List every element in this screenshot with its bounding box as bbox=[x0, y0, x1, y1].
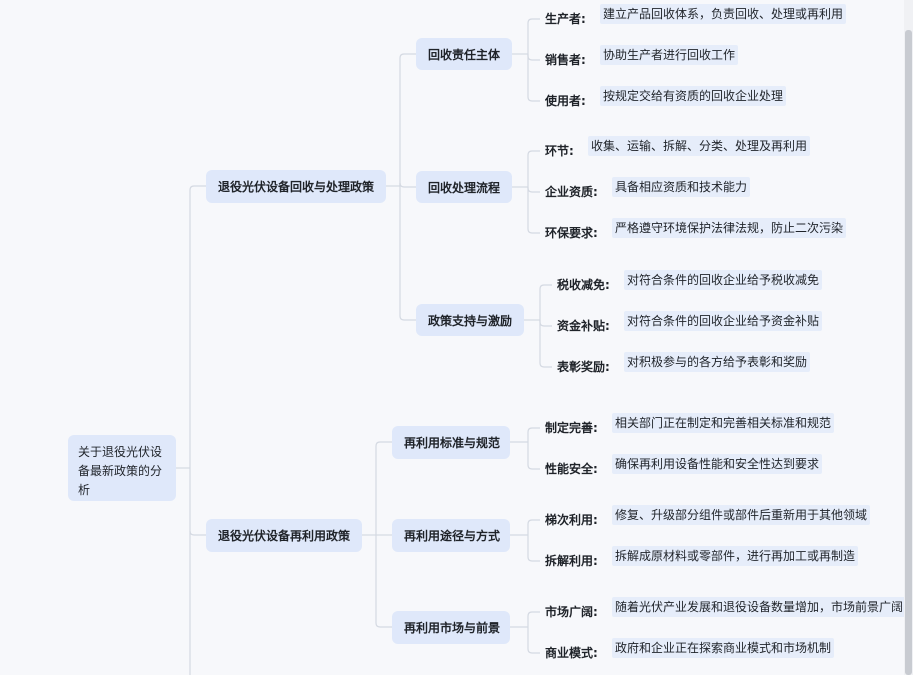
leaf-desc-cascade: 修复、升级部分组件或部件后重新用于其他领域 bbox=[612, 505, 871, 525]
leaf-label-stage: 环节: bbox=[545, 144, 574, 158]
leaf-label-business: 商业模式: bbox=[545, 646, 598, 660]
leaf-desc-producer: 建立产品回收体系，负责回收、处理或再利用 bbox=[600, 4, 847, 24]
group-node-market[interactable]: 再利用市场与前景 bbox=[392, 611, 510, 644]
leaf-label-award: 表彰奖励: bbox=[557, 360, 610, 374]
leaf-desc-award: 对积极参与的各方给予表彰和奖励 bbox=[624, 352, 811, 372]
leaf-desc-environment: 严格遵守环境保护法律法规，防止二次污染 bbox=[612, 218, 847, 238]
leaf-desc-stage: 收集、运输、拆解、分类、处理及再利用 bbox=[588, 136, 811, 156]
connector-group-responsibility-2 bbox=[527, 54, 540, 102]
connector-root-branch-1 bbox=[189, 530, 206, 536]
connector-branch-0-g1 bbox=[399, 182, 416, 188]
connector-group-incentives-1 bbox=[539, 320, 552, 327]
leaf-desc-dismantle: 拆解成原材料或零部件，进行再加工或再制造 bbox=[612, 546, 859, 566]
connector-branch-1-g0 bbox=[375, 441, 392, 535]
leaf-desc-qualification: 具备相应资质和技术能力 bbox=[612, 177, 751, 197]
connector-group-methods-1 bbox=[527, 535, 540, 562]
connector-group-incentives-0 bbox=[539, 284, 552, 320]
leaf-desc-subsidy: 对符合条件的回收企业给予资金补贴 bbox=[624, 311, 823, 331]
group-node-standards[interactable]: 再利用标准与规范 bbox=[392, 426, 510, 459]
leaf-desc-user: 按规定交给有资质的回收企业处理 bbox=[600, 86, 787, 106]
leaf-label-subsidy: 资金补贴: bbox=[557, 319, 610, 333]
leaf-desc-seller: 协助生产者进行回收工作 bbox=[600, 45, 739, 65]
leaf-label-user: 使用者: bbox=[545, 94, 586, 108]
leaf-desc-business: 政府和企业正在探索商业模式和市场机制 bbox=[612, 638, 835, 658]
leaf-label-safety: 性能安全: bbox=[545, 462, 598, 476]
group-node-incentives[interactable]: 政策支持与激励 bbox=[416, 304, 524, 336]
connector-group-incentives-2 bbox=[539, 320, 552, 368]
group-node-methods[interactable]: 再利用途径与方式 bbox=[392, 519, 510, 552]
leaf-desc-safety: 确保再利用设备性能和安全性达到要求 bbox=[612, 454, 823, 474]
connector-group-methods-0 bbox=[527, 519, 540, 535]
branch-node-reuse[interactable]: 退役光伏设备再利用政策 bbox=[206, 519, 362, 552]
connector-group-process-0 bbox=[527, 150, 540, 187]
connector-group-responsibility-1 bbox=[527, 54, 540, 61]
connector-branch-1-g2 bbox=[375, 535, 392, 628]
connector-group-process-2 bbox=[527, 187, 540, 234]
leaf-desc-tax: 对符合条件的回收企业给予税收减免 bbox=[624, 270, 823, 290]
branch-node-recycling[interactable]: 退役光伏设备回收与处理政策 bbox=[206, 170, 386, 203]
connector-branch-0-g2 bbox=[399, 186, 416, 321]
connector-group-responsibility-0 bbox=[527, 18, 540, 54]
leaf-label-tax: 税收减免: bbox=[557, 278, 610, 292]
leaf-label-market: 市场广阔: bbox=[545, 605, 598, 619]
vertical-scrollbar[interactable] bbox=[904, 0, 913, 675]
leaf-desc-formulate: 相关部门正在制定和完善相关标准和规范 bbox=[612, 413, 835, 433]
connector-group-market-1 bbox=[527, 627, 540, 654]
connector-group-standards-0 bbox=[527, 427, 540, 442]
group-node-responsibility[interactable]: 回收责任主体 bbox=[416, 38, 512, 70]
leaf-label-dismantle: 拆解利用: bbox=[545, 554, 598, 568]
leaf-label-cascade: 梯次利用: bbox=[545, 513, 598, 527]
connector-group-standards-1 bbox=[527, 442, 540, 470]
connector-group-process-1 bbox=[527, 187, 540, 193]
group-node-process[interactable]: 回收处理流程 bbox=[416, 171, 512, 203]
leaf-label-environment: 环保要求: bbox=[545, 226, 598, 240]
root-node[interactable]: 关于退役光伏设备最新政策的分析 bbox=[68, 435, 176, 501]
connector-root-branch-0 bbox=[189, 185, 206, 675]
leaf-label-qualification: 企业资质: bbox=[545, 185, 598, 199]
leaf-label-producer: 生产者: bbox=[545, 12, 586, 26]
leaf-desc-market: 随着光伏产业发展和退役设备数量增加，市场前景广阔 bbox=[612, 597, 907, 617]
scrollbar-thumb[interactable] bbox=[905, 30, 912, 675]
connector-group-market-0 bbox=[527, 611, 540, 627]
leaf-label-formulate: 制定完善: bbox=[545, 421, 598, 435]
connector-branch-0-g0 bbox=[399, 53, 416, 186]
leaf-label-seller: 销售者: bbox=[545, 53, 586, 67]
